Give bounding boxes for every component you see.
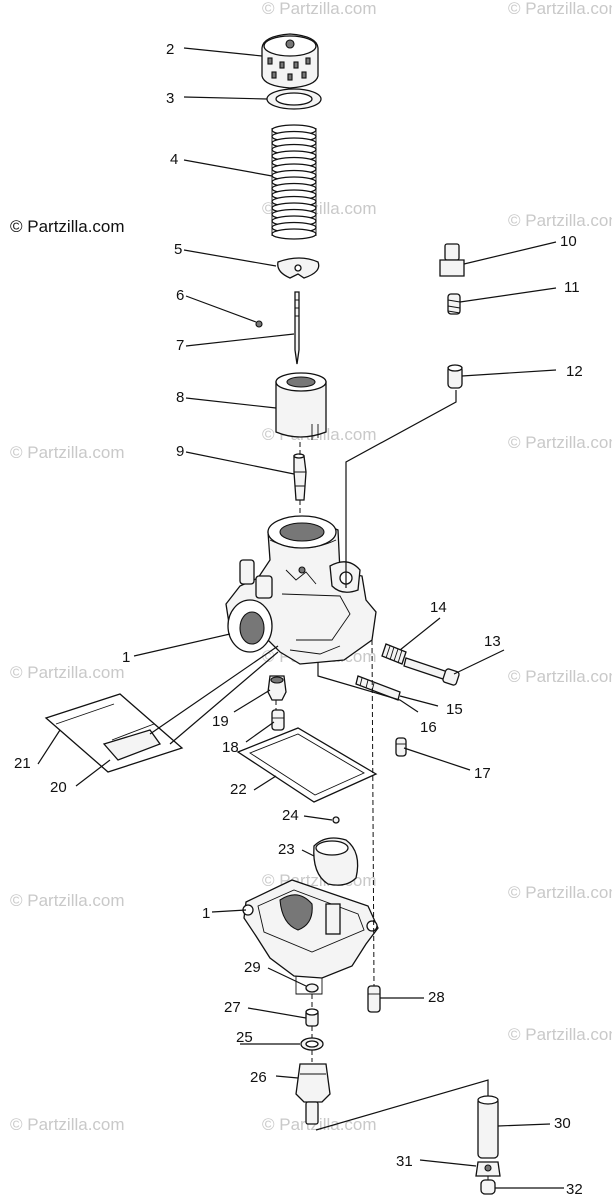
part-pin xyxy=(332,816,340,824)
spring-coil xyxy=(271,228,317,240)
callout-18: 18 xyxy=(222,739,239,756)
callout-20: 20 xyxy=(50,779,67,796)
part-pilot-top xyxy=(439,243,465,277)
callout-3: 3 xyxy=(166,90,174,107)
callout-6: 6 xyxy=(176,287,184,304)
callout-9: 9 xyxy=(176,443,184,460)
watermark: © Partzilla.com xyxy=(10,663,125,682)
callout-17: 17 xyxy=(474,765,491,782)
part-pilot-cap xyxy=(447,364,463,389)
part-carburetor-body xyxy=(225,515,377,665)
part-plug xyxy=(305,1008,319,1027)
watermark: © Partzilla.com xyxy=(508,883,612,902)
callout-1-body: 1 xyxy=(122,649,130,666)
watermark: © Partzilla.com xyxy=(508,433,612,452)
callout-10: 10 xyxy=(560,233,577,250)
callout-12: 12 xyxy=(566,363,583,380)
part-needle xyxy=(294,291,300,365)
assembly-lines xyxy=(149,390,489,1180)
part-drain-valve xyxy=(295,1063,331,1125)
part-pilot-spring xyxy=(447,293,461,315)
watermark: © Partzilla.com xyxy=(262,0,377,18)
part-float xyxy=(313,837,359,886)
callout-26: 26 xyxy=(250,1069,267,1086)
callout-24: 24 xyxy=(282,807,299,824)
callout-27: 27 xyxy=(224,999,241,1016)
callout-21: 21 xyxy=(14,755,31,772)
leader-lines xyxy=(37,47,564,1189)
callout-23: 23 xyxy=(278,841,295,858)
callout-1-bowl: 1 xyxy=(202,905,210,922)
callout-labels: 2 3 4 5 6 7 8 9 10 11 12 13 14 15 16 17 … xyxy=(14,41,583,1198)
part-pilot-screw xyxy=(355,675,401,701)
callout-13: 13 xyxy=(484,633,501,650)
part-small-screw xyxy=(395,737,407,757)
part-drain-screw xyxy=(367,985,381,1013)
part-throttle-valve xyxy=(275,372,327,440)
part-gasket xyxy=(236,727,378,803)
part-plate xyxy=(44,693,184,773)
part-screw xyxy=(403,657,460,686)
part-clip xyxy=(255,320,263,328)
part-washer xyxy=(305,983,319,993)
part-clamp xyxy=(475,1161,501,1177)
part-o-ring xyxy=(300,1037,324,1051)
watermark: © Partzilla.com xyxy=(508,0,612,18)
part-small-spring xyxy=(381,643,407,665)
part-float-bowl xyxy=(242,879,379,995)
part-main-jet xyxy=(271,709,285,731)
part-end-cap xyxy=(480,1179,496,1195)
watermark: © Partzilla.com xyxy=(10,891,125,910)
part-needle-jet xyxy=(293,453,307,501)
callout-14: 14 xyxy=(430,599,447,616)
part-tube xyxy=(477,1095,499,1159)
callout-4: 4 xyxy=(170,151,178,168)
part-spring-seat xyxy=(277,257,320,279)
callout-29: 29 xyxy=(244,959,261,976)
watermark: © Partzilla.com xyxy=(508,667,612,686)
callout-8: 8 xyxy=(176,389,184,406)
callout-11: 11 xyxy=(564,279,580,296)
callout-7: 7 xyxy=(176,337,184,354)
callout-31: 31 xyxy=(396,1153,413,1170)
watermark: © Partzilla.com xyxy=(10,1115,125,1134)
callout-30: 30 xyxy=(554,1115,571,1132)
callout-15: 15 xyxy=(446,701,463,718)
callout-19: 19 xyxy=(212,713,229,730)
watermark: © Partzilla.com xyxy=(262,1115,377,1134)
part-main-jet-holder xyxy=(267,675,287,701)
watermark-main: © Partzilla.com xyxy=(10,217,125,236)
watermark: © Partzilla.com xyxy=(508,211,612,230)
part-ring xyxy=(266,88,322,110)
watermark: © Partzilla.com xyxy=(10,443,125,462)
part-cap xyxy=(261,33,319,89)
callout-2: 2 xyxy=(166,41,174,58)
callout-22: 22 xyxy=(230,781,247,798)
watermark: © Partzilla.com xyxy=(508,1025,612,1044)
callout-5: 5 xyxy=(174,241,182,258)
callout-28: 28 xyxy=(428,989,445,1006)
part-spring xyxy=(271,124,317,240)
callout-32: 32 xyxy=(566,1181,583,1198)
callout-16: 16 xyxy=(420,719,437,736)
callout-25: 25 xyxy=(236,1029,253,1046)
